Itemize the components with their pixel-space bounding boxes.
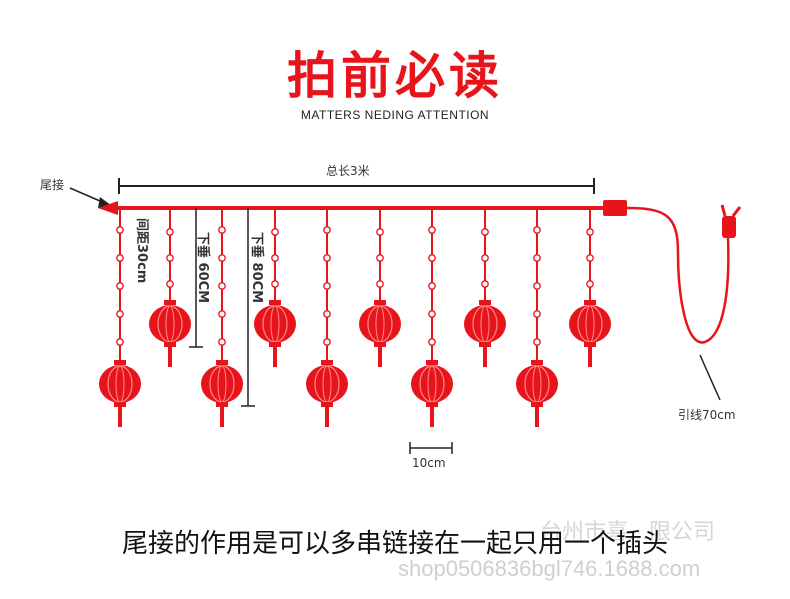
lantern-strand (411, 208, 453, 427)
lantern-strand (149, 208, 191, 367)
lantern-strand (359, 208, 401, 367)
bulb-icon (323, 310, 331, 318)
bulb-icon (586, 280, 594, 288)
lead-wire (626, 206, 730, 344)
drop-60-marker (189, 208, 203, 348)
bulb-icon (428, 254, 436, 262)
lantern-strand (569, 208, 611, 367)
bulb-icon (376, 254, 384, 262)
lantern-icon (149, 300, 191, 367)
lead-wire-pointer (699, 354, 721, 401)
bulb-icon (116, 254, 124, 262)
lantern-icon (516, 360, 558, 427)
bulb-icon (218, 226, 226, 234)
bulb-icon (586, 254, 594, 262)
bulb-icon (116, 282, 124, 290)
bulb-icon (533, 254, 541, 262)
bulb-icon (116, 226, 124, 234)
bulb-icon (166, 254, 174, 262)
bulb-icon (218, 282, 226, 290)
lantern-strand (99, 208, 141, 427)
bulb-icon (428, 226, 436, 234)
lantern-strand (254, 208, 296, 367)
plug-icon (720, 204, 742, 238)
bulb-icon (376, 280, 384, 288)
spacing-label: 间距30cm (134, 218, 149, 284)
lantern-icon (99, 360, 141, 427)
lead-wire-label: 引线70cm (678, 408, 736, 422)
tail-label: 尾接 (40, 178, 65, 192)
lantern-icon (254, 300, 296, 367)
lantern-strand (201, 208, 243, 427)
lantern-icon (464, 300, 506, 367)
page-title: 拍前必读 (287, 47, 503, 105)
bulb-icon (218, 254, 226, 262)
lantern-strand (464, 208, 506, 367)
caption: 尾接的作用是可以多串链接在一起只用一个插头 (121, 529, 668, 559)
bulb-icon (166, 280, 174, 288)
bulb-icon (586, 228, 594, 236)
bulb-icon (428, 310, 436, 318)
total-length-dimension (118, 178, 595, 194)
drop-80-label: 下垂 80CM (249, 232, 264, 304)
lantern-strand (306, 208, 348, 427)
lantern-icon (306, 360, 348, 427)
lantern-strands (99, 208, 611, 427)
watermark-shop: shop0506836bgl746.1688.com (398, 556, 701, 581)
bulb-icon (533, 226, 541, 234)
lantern-icon (201, 360, 243, 427)
drop-60-label: 下垂 60CM (195, 232, 210, 304)
scale-10cm-marker (409, 442, 453, 454)
page-subtitle: MATTERS NEDING ATTENTION (300, 108, 490, 122)
bulb-icon (481, 280, 489, 288)
lantern-strand (516, 208, 558, 427)
bulb-icon (218, 338, 226, 346)
watermark-company: 台州市喜...限公司 (540, 520, 715, 545)
bulb-icon (116, 338, 124, 346)
lantern-icon (359, 300, 401, 367)
lantern-icon (411, 360, 453, 427)
scale-10cm-label: 10cm (412, 456, 446, 470)
bulb-icon (271, 228, 279, 236)
bulb-icon (323, 254, 331, 262)
total-length-label: 总长3米 (326, 164, 370, 178)
bulb-icon (323, 282, 331, 290)
bulb-icon (271, 280, 279, 288)
bulb-icon (376, 228, 384, 236)
bulb-icon (323, 338, 331, 346)
bulb-icon (271, 254, 279, 262)
lantern-icon (569, 300, 611, 367)
bulb-icon (533, 338, 541, 346)
drop-80-marker (241, 208, 255, 407)
bulb-icon (218, 310, 226, 318)
bulb-icon (428, 338, 436, 346)
bulb-icon (481, 254, 489, 262)
tail-arrow (69, 187, 112, 208)
bulb-icon (323, 226, 331, 234)
bulb-icon (533, 310, 541, 318)
bulb-icon (166, 228, 174, 236)
tail-connector (98, 201, 118, 215)
bulb-icon (533, 282, 541, 290)
bulb-icon (116, 310, 124, 318)
controller-box (603, 200, 627, 216)
bulb-icon (481, 228, 489, 236)
bulb-icon (428, 282, 436, 290)
